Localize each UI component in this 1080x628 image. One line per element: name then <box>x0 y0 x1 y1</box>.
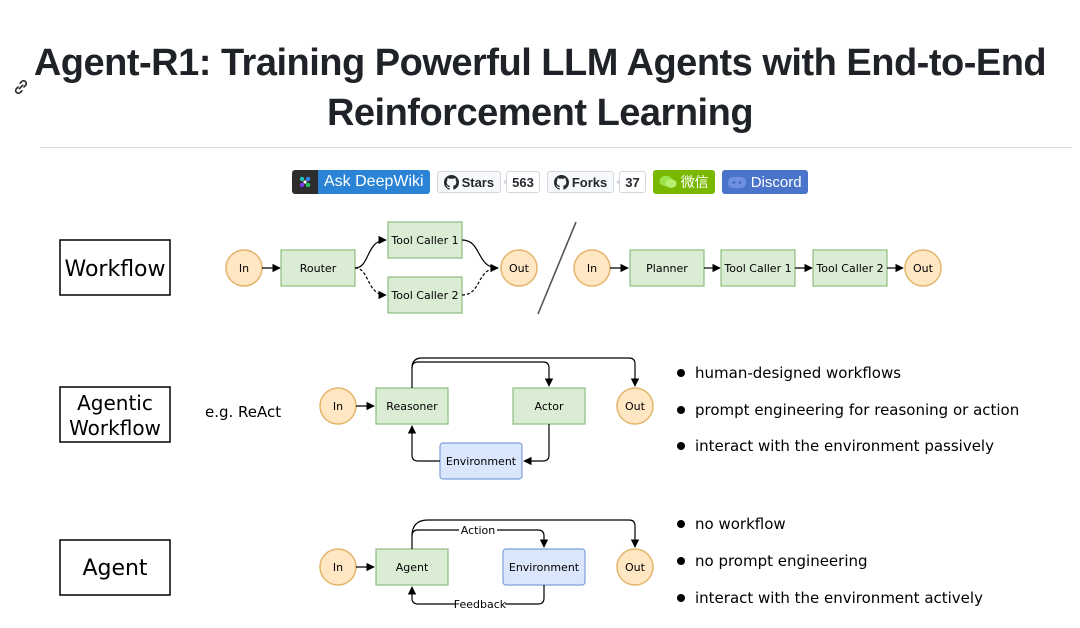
node-tool-caller-2 <box>812 249 888 287</box>
bullet-dot <box>677 442 685 450</box>
bullet-dot <box>677 557 685 565</box>
row-label-agentic-line-1: Agentic <box>77 391 153 415</box>
stars-label: Stars <box>461 174 495 190</box>
row-workflow: Workflow In Router Tool Caller 1 Tool Ca… <box>59 221 942 315</box>
page-title-line-2: Reinforcement Learning <box>326 92 754 134</box>
bullet-dot <box>677 369 685 377</box>
node-in-label: In <box>239 262 249 275</box>
stars-badge[interactable]: Stars 563 <box>436 170 540 194</box>
example-react-label: e.g. ReAct <box>205 403 281 421</box>
node-out <box>616 387 654 425</box>
node-out-label: Out <box>913 262 934 275</box>
node-out <box>616 548 654 586</box>
node-tool-caller-2-label: Tool Caller 2 <box>390 289 458 302</box>
node-out <box>904 249 942 287</box>
row-label-agent: Agent <box>82 556 147 581</box>
edge-label-feedback: Feedback <box>454 598 507 611</box>
row-label-workflow: Workflow <box>64 257 165 282</box>
node-planner <box>629 249 705 287</box>
bullet-dot <box>677 594 685 602</box>
stars-count: 563 <box>506 171 540 193</box>
node-planner-label: Planner <box>646 262 688 275</box>
node-router-label: Router <box>300 262 337 275</box>
node-out-label: Out <box>509 262 530 275</box>
row-agentic-workflow: Agentic Workflow e.g. ReAct In Reasoner … <box>59 357 1019 480</box>
bullet-text: interact with the environment passively <box>695 437 994 455</box>
row-label-box <box>59 386 171 443</box>
page-title-line-1: Agent-R1: Training Powerful LLM Agents w… <box>33 42 1047 84</box>
discord-icon <box>727 176 746 188</box>
deepwiki-logo-icon <box>299 176 311 188</box>
deepwiki-badge[interactable]: Ask DeepWiki <box>292 170 430 194</box>
node-in-label: In <box>333 561 343 574</box>
node-environment-label: Environment <box>446 455 517 468</box>
wechat-icon <box>659 175 677 188</box>
bullet-text: prompt engineering for reasoning or acti… <box>695 401 1019 419</box>
wechat-badge[interactable]: 微信 <box>652 170 715 194</box>
bullet-dot <box>677 406 685 414</box>
bullet-text: no workflow <box>695 515 786 533</box>
node-tool-caller-1-label: Tool Caller 1 <box>390 234 458 247</box>
node-reasoner-label: Reasoner <box>386 400 438 413</box>
architecture-diagram: Workflow In Router Tool Caller 1 Tool Ca… <box>59 221 1019 611</box>
bullet-text: no prompt engineering <box>695 552 868 570</box>
bullet-text: human-designed workflows <box>695 364 901 382</box>
node-out <box>500 249 538 287</box>
title-divider <box>40 147 1072 148</box>
edge-label-action: Action <box>461 524 495 537</box>
node-agent-label: Agent <box>396 561 429 574</box>
node-tool-caller-2-label: Tool Caller 2 <box>815 262 883 275</box>
node-in-label: In <box>333 400 343 413</box>
node-tool-caller-1 <box>720 249 796 287</box>
row-label-box <box>59 539 171 596</box>
github-icon <box>553 174 569 190</box>
badge-row: Ask DeepWiki Stars 563 Forks 37 微信 <box>292 170 808 194</box>
discord-badge[interactable]: Discord <box>721 170 808 194</box>
row-agent: Agent In Agent Environment Out Action Fe… <box>59 515 983 611</box>
row-label-box <box>59 239 171 296</box>
forks-count: 37 <box>619 171 646 193</box>
forks-label: Forks <box>571 174 608 190</box>
forks-badge[interactable]: Forks 37 <box>546 170 646 194</box>
node-tool-caller-1-label: Tool Caller 1 <box>723 262 791 275</box>
node-out-label: Out <box>625 561 646 574</box>
divider-slash <box>537 221 577 315</box>
github-icon <box>443 174 459 190</box>
deepwiki-badge-label: Ask DeepWiki <box>318 170 430 194</box>
node-in-label: In <box>587 262 597 275</box>
node-actor-label: Actor <box>535 400 564 413</box>
node-environment-label: Environment <box>509 561 580 574</box>
node-out-label: Out <box>625 400 646 413</box>
discord-label: Discord <box>750 173 802 191</box>
wechat-label: 微信 <box>680 174 709 190</box>
link-anchor-icon[interactable] <box>12 78 30 96</box>
node-reasoner <box>375 387 449 425</box>
row-label-agentic-line-2: Workflow <box>69 416 161 440</box>
node-tool-caller-2 <box>387 276 463 314</box>
bullet-dot <box>677 520 685 528</box>
bullet-text: interact with the environment actively <box>695 589 983 607</box>
node-agent <box>375 548 449 586</box>
